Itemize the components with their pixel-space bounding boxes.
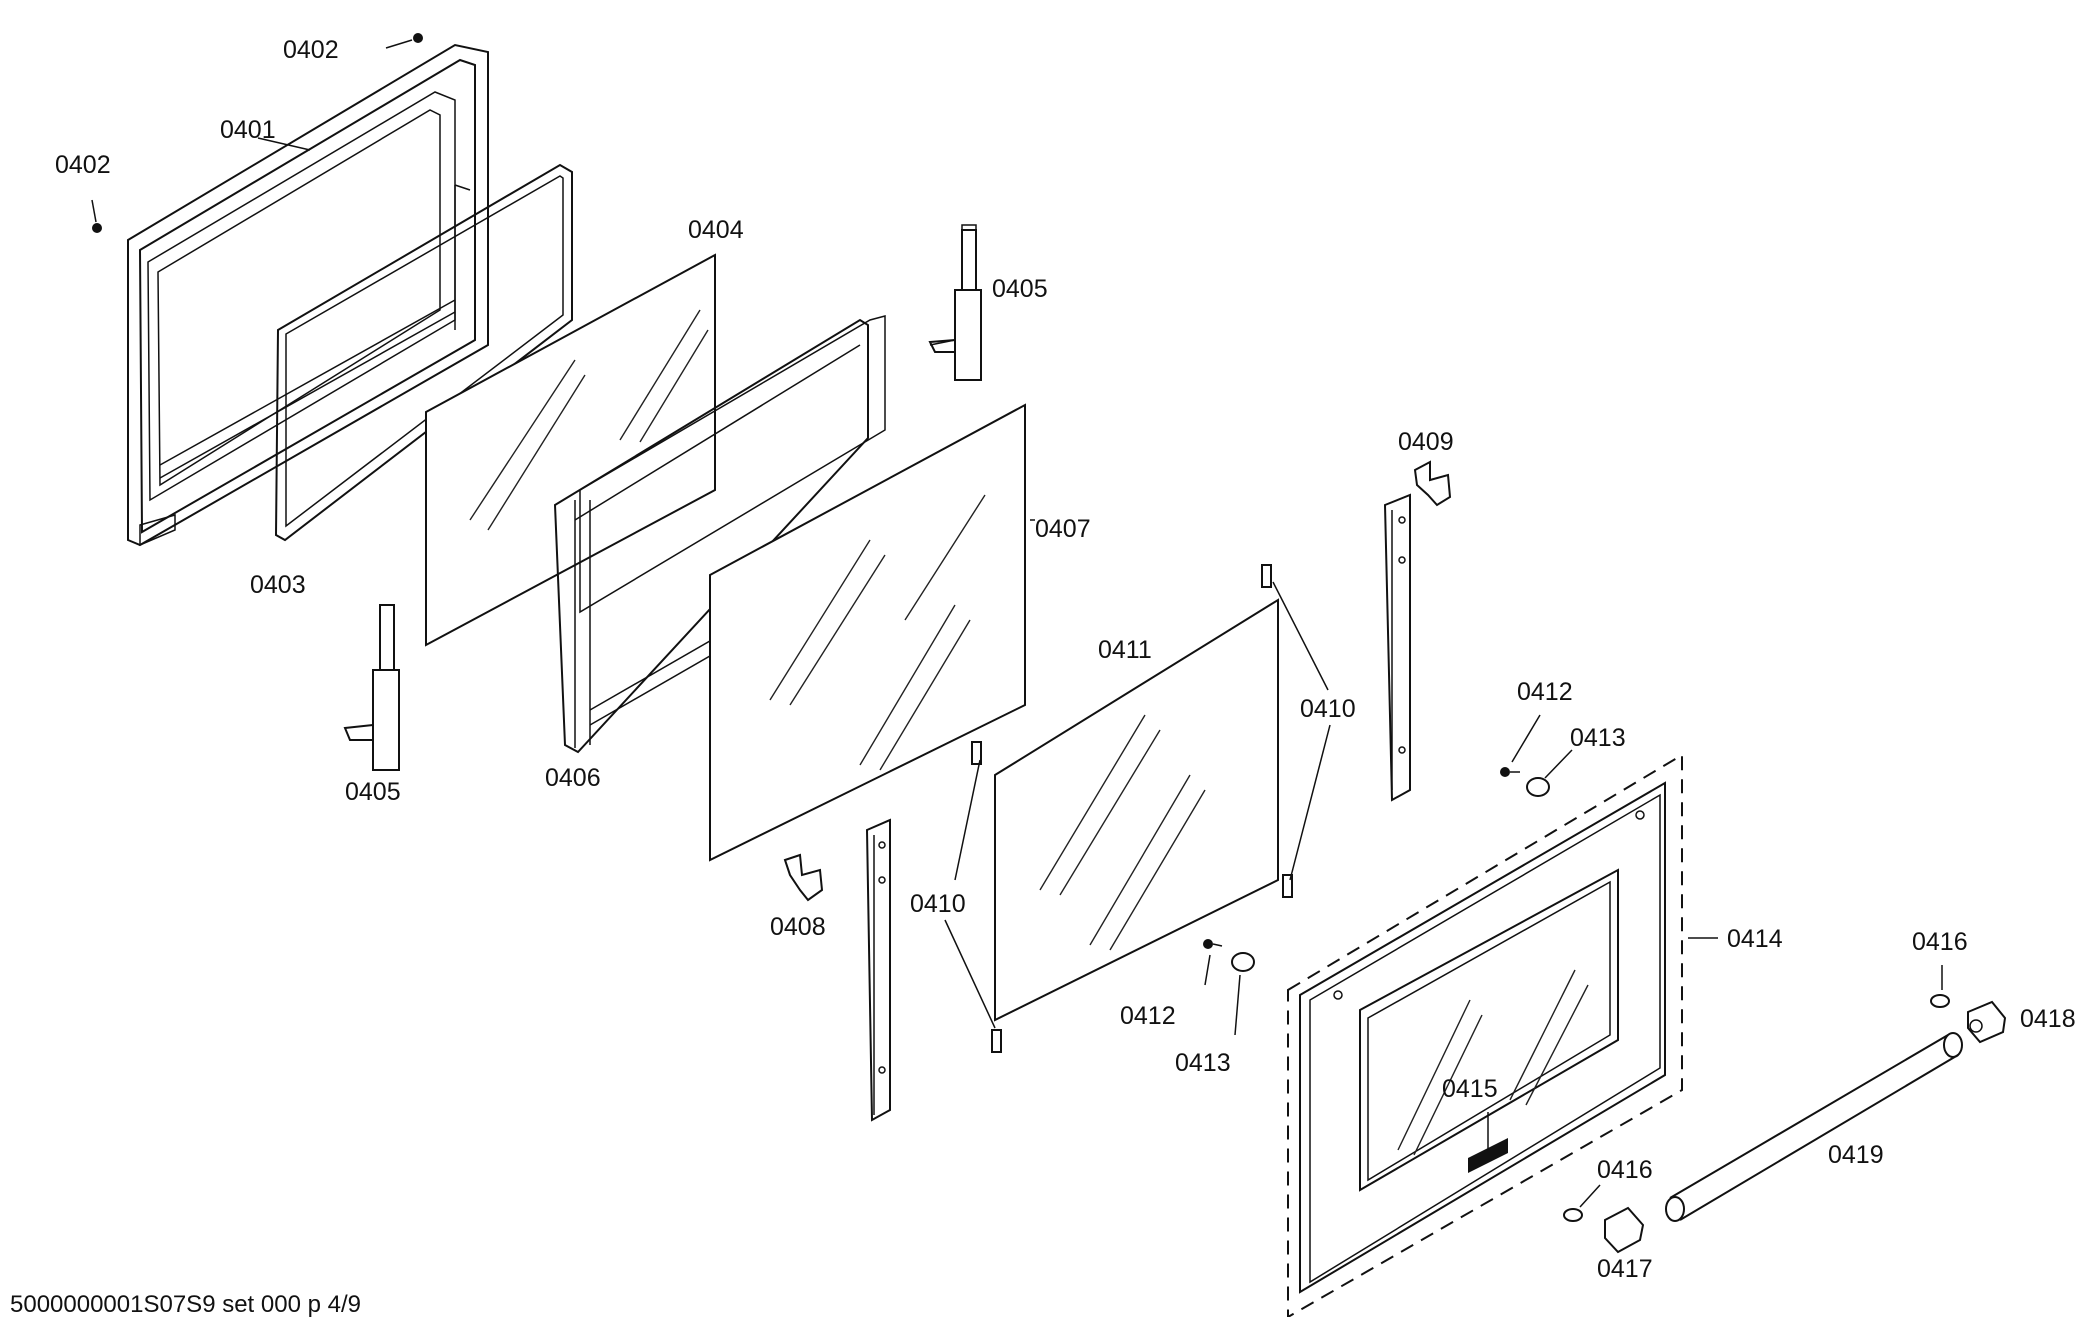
part-0410-rail-right [1383,493,1411,802]
part-0405-hinge-bottom [343,604,400,771]
label-0402-left: 0402 [55,151,111,179]
label-0411: 0411 [1098,636,1152,664]
label-0408: 0408 [770,913,826,941]
label-0403: 0403 [250,571,306,599]
part-0402-screw-left [91,199,102,233]
part-0412-screw-top [1500,714,1541,777]
label-0413-bottom: 0413 [1175,1049,1231,1077]
part-0405-hinge-top [928,224,982,381]
part-0402-screw-top [385,33,423,49]
label-0410-right: 0410 [1300,695,1356,723]
part-0415-badge [1468,1112,1508,1173]
label-0402-top: 0402 [283,36,339,64]
label-0409: 0409 [1398,428,1454,456]
part-0419-handle-bar [1665,1032,1963,1222]
label-0416-bottom: 0416 [1597,1156,1653,1184]
part-0418-handle-end [1967,1000,2007,1044]
part-0401-frame [127,43,489,547]
part-0410-clip-3 [971,741,982,765]
label-0412-bottom: 0412 [1120,1002,1176,1030]
part-0410-leaders [944,581,1331,1029]
part-0410-clip-4 [991,1029,1002,1053]
part-0411-glass [994,598,1279,1022]
label-0406: 0406 [545,764,601,792]
label-0415: 0415 [1442,1075,1498,1103]
label-0416-top: 0416 [1912,928,1968,956]
part-0408-bracket [783,853,824,902]
part-0416-pin-top [1930,965,1950,1008]
label-0404: 0404 [688,216,744,244]
part-0416-pin-bottom [1563,1184,1601,1222]
label-0412-top: 0412 [1517,678,1573,706]
label-0417: 0417 [1597,1255,1653,1283]
part-0410-rail-left [865,818,891,1122]
label-0419: 0419 [1828,1141,1884,1169]
label-0413-top: 0413 [1570,724,1626,752]
part-0417-handle-end [1604,1206,1645,1254]
part-0412-screw-bottom [1203,939,1223,986]
part-0407-glass [709,403,1026,862]
part-0403-gasket [274,163,573,542]
label-0405-bottom: 0405 [345,778,401,806]
label-0405-top: 0405 [992,275,1048,303]
label-0418: 0418 [2020,1005,2076,1033]
label-0401: 0401 [220,116,276,144]
part-0409-bracket [1413,460,1452,507]
label-0407: 0407 [1035,515,1091,543]
part-0413-spacer-bottom [1231,952,1255,1036]
part-0410-clip-1 [1261,564,1272,588]
label-0414: 0414 [1727,925,1783,953]
part-0414-outer-door [1287,753,1718,1317]
part-0413-spacer-top [1526,749,1573,797]
part-0410-clip-2 [1282,874,1293,898]
label-0410-left: 0410 [910,890,966,918]
leader-lines [257,137,1035,521]
part-0404-glass [425,253,716,647]
footer-reference: 5000000001S07S9 set 000 p 4/9 [10,1291,361,1317]
